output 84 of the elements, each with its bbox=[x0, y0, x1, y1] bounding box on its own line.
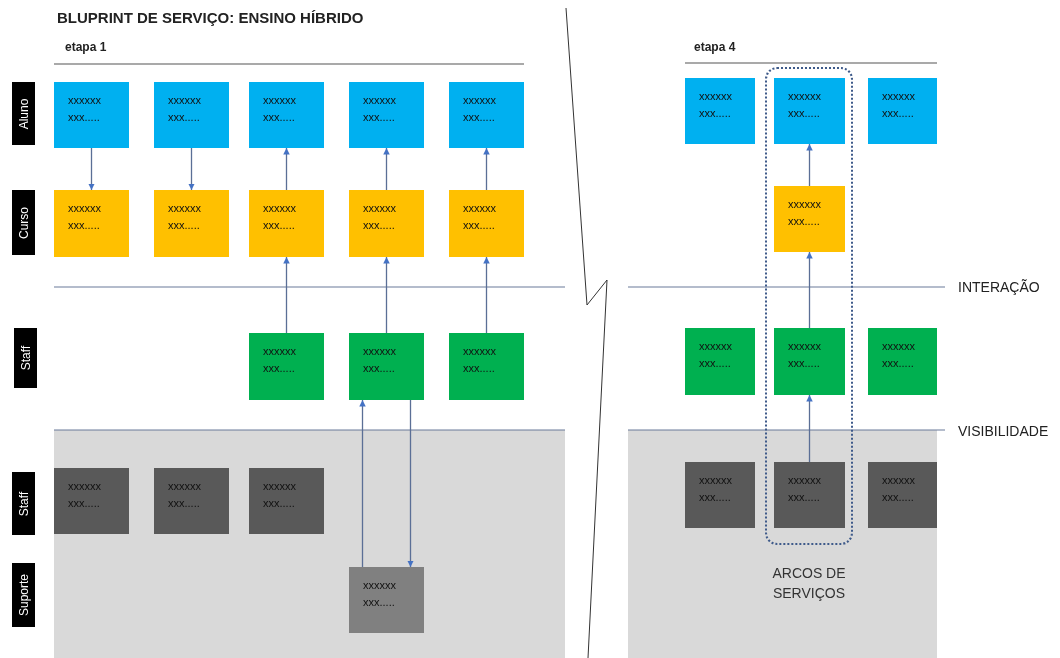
step-text: xxxxxx xxx..... bbox=[788, 339, 822, 371]
step-text: xxxxxx xxx..... bbox=[363, 344, 397, 376]
arrow bbox=[188, 147, 195, 191]
lane-name: Staff bbox=[16, 491, 31, 516]
step-text: xxxxxx xxx..... bbox=[363, 578, 397, 610]
step-text: xxxxxx xxx..... bbox=[699, 89, 733, 121]
step-text: xxxxxx xxx..... bbox=[68, 479, 102, 511]
step-text: xxxxxx xxx..... bbox=[882, 339, 916, 371]
line-of-interaction-label: INTERAÇÃO bbox=[958, 279, 1040, 295]
step-text: xxxxxx xxx..... bbox=[68, 93, 102, 125]
course-step-box bbox=[774, 186, 845, 252]
step-text: xxxxxx xxx..... bbox=[463, 93, 497, 125]
staff-step-box bbox=[868, 328, 937, 395]
arrow bbox=[407, 399, 414, 568]
arrow bbox=[483, 256, 490, 334]
arrow bbox=[283, 256, 290, 334]
student-step-box bbox=[685, 78, 755, 144]
stage-label: etapa 4 bbox=[694, 40, 736, 54]
student-step-box bbox=[54, 82, 129, 148]
support-step-box bbox=[349, 567, 424, 633]
arrow bbox=[88, 147, 95, 191]
arrow bbox=[359, 399, 366, 568]
step-text: xxxxxx xxx..... bbox=[463, 344, 497, 376]
backstage-step-box bbox=[774, 462, 845, 528]
staff-step-box bbox=[774, 328, 845, 395]
step-text: xxxxxx xxx..... bbox=[882, 89, 916, 121]
course-step-box bbox=[54, 190, 129, 257]
step-text: xxxxxx xxx..... bbox=[263, 344, 297, 376]
line-of-visibility-label: VISIBILIDADE bbox=[958, 423, 1049, 439]
step-text: xxxxxx xxx..... bbox=[263, 479, 297, 511]
step-text: xxxxxx xxx..... bbox=[363, 93, 397, 125]
student-step-box bbox=[449, 82, 524, 148]
step-text: xxxxxx xxx..... bbox=[363, 201, 397, 233]
step-text: xxxxxx xxx..... bbox=[699, 339, 733, 371]
student-step-box bbox=[249, 82, 324, 148]
backstage-step-box bbox=[868, 462, 937, 528]
lane-name: Staff bbox=[18, 345, 33, 371]
backstage-step-box bbox=[54, 468, 129, 534]
diagram-title: BLUPRINT DE SERVIÇO: ENSINO HÍBRIDO bbox=[57, 9, 364, 26]
staff-step-box bbox=[449, 333, 524, 400]
student-step-box bbox=[774, 78, 845, 144]
arrow bbox=[806, 251, 813, 329]
student-step-box bbox=[349, 82, 424, 148]
course-step-box bbox=[154, 190, 229, 257]
step-text: xxxxxx xxx..... bbox=[168, 93, 202, 125]
backstage-step-box bbox=[249, 468, 324, 534]
step-text: xxxxxx xxx..... bbox=[463, 201, 497, 233]
lane-label bbox=[12, 190, 35, 255]
student-step-box bbox=[868, 78, 937, 144]
step-text: xxxxxx xxx..... bbox=[168, 201, 202, 233]
step-text: xxxxxx xxx..... bbox=[263, 201, 297, 233]
dotted-group-outline bbox=[765, 67, 853, 545]
lane-label bbox=[12, 563, 35, 627]
backstage-step-box bbox=[154, 468, 229, 534]
arrow bbox=[383, 256, 390, 334]
lane-name: Suporte bbox=[16, 574, 31, 616]
arrow bbox=[283, 147, 290, 191]
lane-name: Curso bbox=[16, 206, 31, 239]
arrow bbox=[806, 143, 813, 187]
arrow bbox=[806, 394, 813, 463]
course-step-box bbox=[349, 190, 424, 257]
staff-step-box bbox=[349, 333, 424, 400]
step-text: xxxxxx xxx..... bbox=[168, 479, 202, 511]
lane-label bbox=[14, 328, 37, 388]
group-caption: ARCOS DE SERVIÇOS bbox=[771, 564, 847, 603]
step-text: xxxxxx xxx..... bbox=[882, 473, 916, 505]
step-text: xxxxxx xxx..... bbox=[263, 93, 297, 125]
lane-label bbox=[12, 472, 35, 535]
lane-name: Aluno bbox=[16, 98, 31, 129]
arrow bbox=[483, 147, 490, 191]
step-text: xxxxxx xxx..... bbox=[699, 473, 733, 505]
backstage-step-box bbox=[685, 462, 755, 528]
stage-label: etapa 1 bbox=[65, 40, 107, 54]
student-step-box bbox=[154, 82, 229, 148]
staff-step-box bbox=[249, 333, 324, 400]
step-text: xxxxxx xxx..... bbox=[788, 473, 822, 505]
lane-label bbox=[12, 82, 35, 145]
arrow bbox=[383, 147, 390, 191]
staff-step-box bbox=[685, 328, 755, 395]
step-text: xxxxxx xxx..... bbox=[788, 197, 822, 229]
step-text: xxxxxx xxx..... bbox=[68, 201, 102, 233]
course-step-box bbox=[249, 190, 324, 257]
course-step-box bbox=[449, 190, 524, 257]
step-text: xxxxxx xxx..... bbox=[788, 89, 822, 121]
